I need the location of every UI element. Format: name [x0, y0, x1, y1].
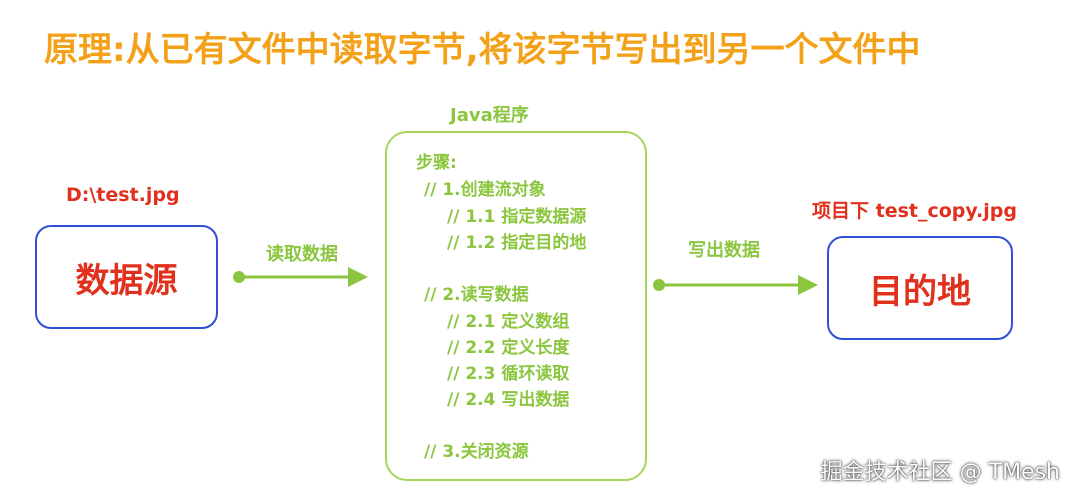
destination-box: 目的地 — [827, 236, 1013, 340]
write-arrow-label: 写出数据 — [688, 240, 760, 261]
program-line: // 1.1 指定数据源 — [447, 207, 587, 227]
program-line: // 2.2 定义长度 — [447, 338, 570, 358]
write-arrow — [653, 275, 818, 295]
program-line: // 2.4 写出数据 — [447, 390, 570, 410]
program-line: // 2.3 循环读取 — [447, 364, 570, 384]
read-arrow — [233, 267, 368, 287]
diagram-title: 原理:从已有文件中读取字节,将该字节写出到另一个文件中 — [44, 30, 921, 70]
program-line: // 2.读写数据 — [424, 285, 529, 305]
watermark: 掘金技术社区 @ TMesh — [820, 460, 1060, 485]
source-box-label: 数据源 — [75, 260, 178, 301]
program-line: // 1.创建流对象 — [424, 180, 546, 200]
program-line: 步骤: — [416, 153, 457, 173]
program-line: // 2.1 定义数组 — [447, 312, 570, 332]
program-line: // 1.2 指定目的地 — [447, 233, 587, 253]
source-path-label: D:\test.jpg — [66, 184, 180, 206]
read-arrow-label: 读取数据 — [266, 244, 338, 265]
source-box: 数据源 — [35, 225, 218, 329]
program-title: Java程序 — [450, 105, 529, 126]
destination-box-label: 目的地 — [869, 271, 971, 312]
destination-path-label: 项目下 test_copy.jpg — [812, 200, 1017, 222]
program-line: // 3.关闭资源 — [424, 442, 529, 462]
program-box — [385, 131, 647, 481]
